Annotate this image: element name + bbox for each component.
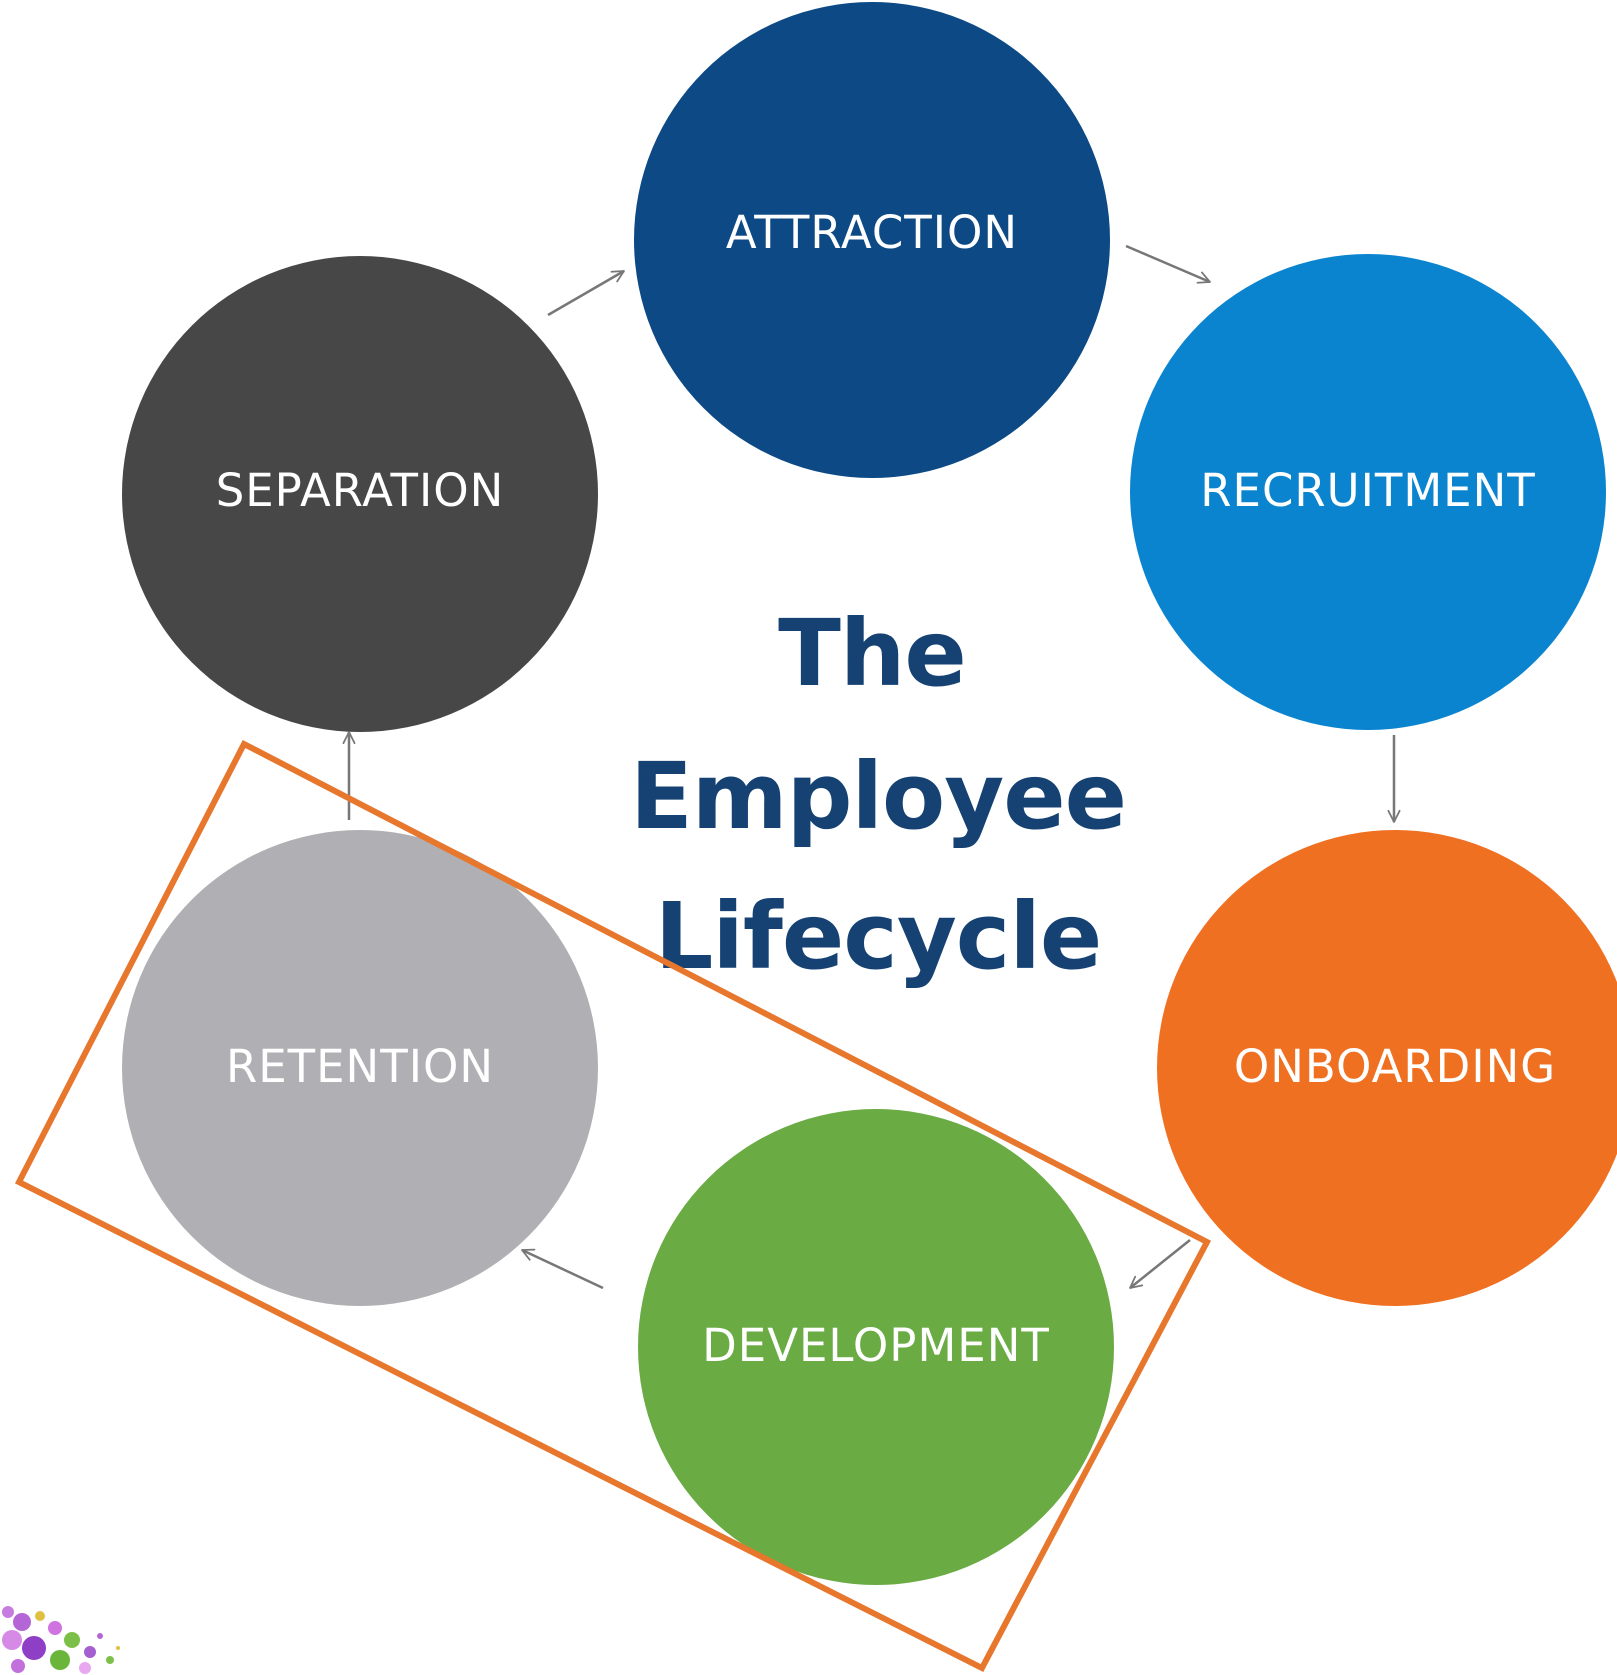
paint-splatter-decoration (2, 1606, 120, 1674)
stage-attraction: ATTRACTION (634, 2, 1110, 478)
diagram-title: The Employee Lifecycle (630, 600, 1127, 990)
title-line-employee: Employee (630, 743, 1126, 850)
stage-retention-circle (122, 830, 598, 1306)
stage-separation-label: SEPARATION (216, 464, 505, 517)
arrow-separation-to-attraction (547, 269, 625, 317)
arrow-onboarding-to-development (1129, 1239, 1191, 1289)
stage-onboarding: ONBOARDING (1157, 830, 1617, 1306)
stage-development-label: DEVELOPMENT (702, 1319, 1050, 1372)
arrow-attraction-to-recruitment (1125, 244, 1211, 284)
stage-development-circle (638, 1109, 1114, 1585)
title-line-the: The (778, 600, 966, 707)
stage-separation-circle (122, 256, 598, 732)
stage-retention-label: RETENTION (226, 1040, 494, 1093)
stage-separation: SEPARATION (122, 256, 598, 732)
stage-attraction-circle (634, 2, 1110, 478)
highlight-box (14, 739, 1212, 1673)
stage-retention: RETENTION (122, 830, 598, 1306)
stage-recruitment-label: RECRUITMENT (1200, 464, 1536, 517)
title-line-lifecycle: Lifecycle (655, 883, 1102, 990)
stage-onboarding-label: ONBOARDING (1234, 1040, 1556, 1093)
arrow-development-to-retention (521, 1248, 604, 1290)
stage-recruitment-circle (1130, 254, 1606, 730)
stage-development: DEVELOPMENT (638, 1109, 1114, 1585)
stage-attraction-label: ATTRACTION (726, 206, 1018, 259)
stage-onboarding-circle (1157, 830, 1617, 1306)
stage-recruitment: RECRUITMENT (1130, 254, 1606, 730)
